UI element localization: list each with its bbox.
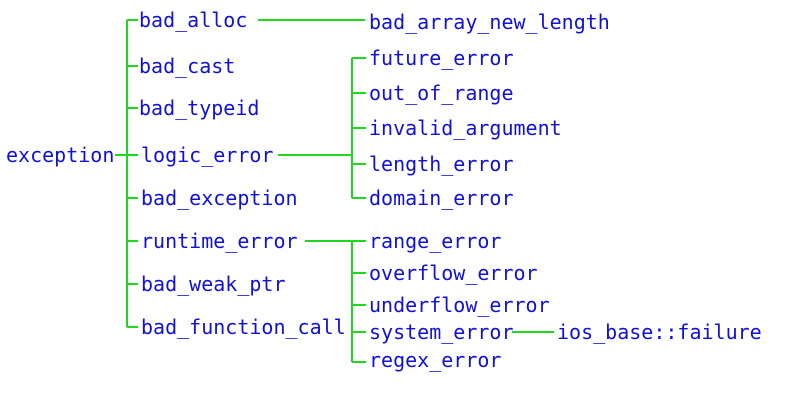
node-future-error: future_error bbox=[369, 46, 514, 70]
node-bad-array-new-length: bad_array_new_length bbox=[369, 10, 610, 34]
node-range-error: range_error bbox=[369, 229, 502, 253]
node-length-error: length_error bbox=[369, 152, 514, 176]
node-bad-alloc: bad_alloc bbox=[139, 8, 248, 32]
node-domain-error: domain_error bbox=[369, 186, 514, 210]
node-out-of-range: out_of_range bbox=[369, 81, 514, 105]
node-regex-error: regex_error bbox=[369, 348, 502, 372]
node-invalid-argument: invalid_argument bbox=[369, 116, 562, 140]
node-underflow-error: underflow_error bbox=[369, 293, 550, 317]
node-ios-base-failure: ios_base::failure bbox=[557, 320, 762, 344]
node-exception: exception bbox=[6, 143, 115, 167]
node-bad-cast: bad_cast bbox=[139, 54, 236, 78]
node-system-error: system_error bbox=[369, 320, 514, 344]
node-logic-error: logic_error bbox=[141, 143, 274, 167]
node-bad-function-call: bad_function_call bbox=[141, 315, 346, 339]
node-runtime-error: runtime_error bbox=[141, 229, 298, 253]
node-bad-weak-ptr: bad_weak_ptr bbox=[141, 272, 286, 296]
node-bad-exception: bad_exception bbox=[141, 186, 298, 210]
node-bad-typeid: bad_typeid bbox=[139, 96, 260, 120]
node-overflow-error: overflow_error bbox=[369, 261, 538, 285]
